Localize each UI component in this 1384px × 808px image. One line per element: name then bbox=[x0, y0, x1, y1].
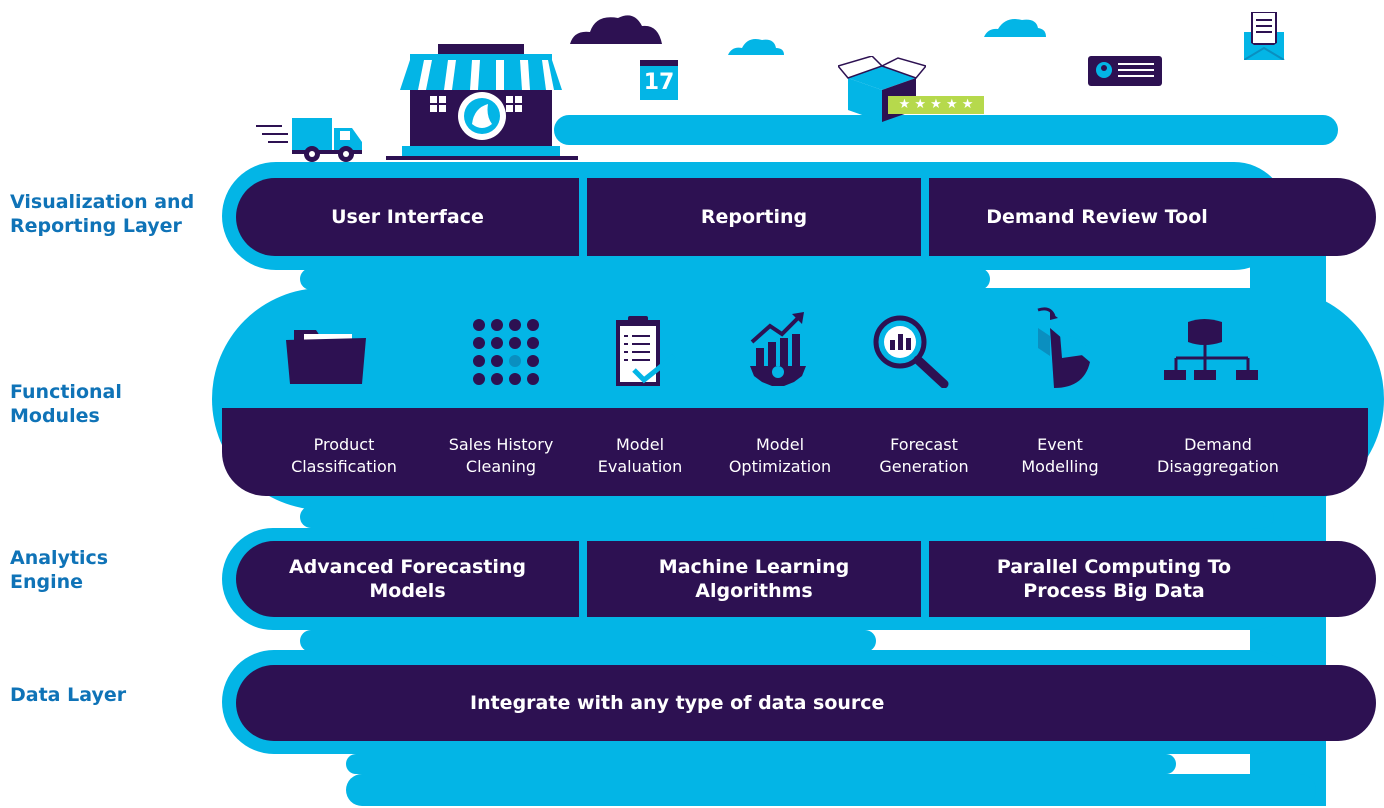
cloud-icon bbox=[984, 19, 1046, 37]
reporting-cell: Reporting bbox=[700, 206, 808, 228]
rating-badge: ★ ★ ★ ★ ★ bbox=[888, 96, 984, 114]
layer-label-line: Visualization and bbox=[10, 191, 195, 213]
module-event-modelling: Event Modelling bbox=[990, 434, 1130, 478]
module-label-line: Disaggregation bbox=[1157, 457, 1279, 476]
module-label-line: Event bbox=[1037, 435, 1083, 454]
clipboard-check-icon bbox=[616, 316, 676, 386]
module-forecast-generation: Forecast Generation bbox=[854, 434, 994, 478]
calendar-day: 17 bbox=[643, 70, 675, 95]
functional-modules-band bbox=[222, 408, 1368, 496]
module-label-line: Cleaning bbox=[465, 457, 537, 476]
user-interface-cell: User Interface bbox=[331, 206, 484, 228]
layer-label-line: Functional bbox=[10, 381, 122, 403]
module-sales-history-cleaning: Sales History Cleaning bbox=[431, 434, 571, 478]
data-layer-bar: Integrate with any type of data source bbox=[236, 665, 1376, 741]
module-label-line: Classification bbox=[291, 457, 397, 476]
module-label-line: Optimization bbox=[728, 457, 832, 476]
module-label-line: Sales History bbox=[448, 435, 554, 454]
module-label-line: Model bbox=[755, 435, 805, 454]
cell-line: Process Big Data bbox=[1023, 580, 1205, 602]
module-label-line: Evaluation bbox=[597, 457, 683, 476]
module-label-line: Model bbox=[615, 435, 665, 454]
advanced-forecasting-cell: Advanced Forecasting Models bbox=[236, 541, 579, 617]
module-demand-disaggregation: Demand Disaggregation bbox=[1148, 434, 1288, 478]
cell-line: Algorithms bbox=[695, 580, 813, 602]
cell-line: Parallel Computing To bbox=[996, 556, 1232, 578]
calendar-icon: 17 bbox=[640, 60, 678, 100]
layer-label-analytics: Analytics Engine bbox=[10, 546, 108, 594]
bottom-road-short bbox=[346, 754, 1176, 774]
connector-strip bbox=[300, 506, 1274, 528]
bar-divider bbox=[921, 541, 929, 617]
bar-divider bbox=[579, 541, 587, 617]
connector-strip bbox=[300, 268, 990, 290]
delivery-truck-icon bbox=[256, 118, 362, 162]
demand-review-tool-cell: Demand Review Tool bbox=[986, 206, 1208, 228]
machine-learning-cell: Machine Learning Algorithms bbox=[587, 541, 921, 617]
layer-label-visualization: Visualization and Reporting Layer bbox=[10, 190, 194, 238]
connector-strip bbox=[300, 630, 876, 652]
module-label-line: Demand bbox=[1184, 435, 1252, 454]
parallel-computing-cell: Parallel Computing To Process Big Data bbox=[929, 541, 1299, 617]
module-label-line: Generation bbox=[879, 457, 969, 476]
bar-divider bbox=[579, 178, 587, 256]
magnifier-chart-icon bbox=[873, 315, 949, 388]
folder-icon bbox=[286, 330, 366, 384]
module-label-line: Forecast bbox=[890, 435, 958, 454]
bar-divider bbox=[921, 178, 929, 256]
module-model-evaluation: Model Evaluation bbox=[570, 434, 710, 478]
dot-grid-icon bbox=[473, 319, 539, 385]
pie-cube-icon bbox=[1026, 307, 1090, 388]
layer-label-line: Modules bbox=[10, 405, 100, 427]
id-card-icon bbox=[1088, 56, 1162, 86]
layer-label-line: Analytics bbox=[10, 547, 109, 569]
module-product-classification: Product Classification bbox=[274, 434, 414, 478]
chart-gear-icon bbox=[750, 312, 806, 386]
cell-line: Models bbox=[369, 580, 446, 602]
hierarchy-icon bbox=[1164, 319, 1258, 380]
envelope-icon bbox=[1244, 12, 1285, 60]
layer-label-data: Data Layer bbox=[10, 684, 127, 706]
module-model-optimization: Model Optimization bbox=[710, 434, 850, 478]
visualization-bar bbox=[236, 178, 1376, 256]
rating-stars: ★ ★ ★ ★ ★ bbox=[898, 97, 974, 112]
module-label-line: Product bbox=[313, 435, 375, 454]
layer-label-line: Engine bbox=[10, 571, 84, 593]
layer-label-functional: Functional Modules bbox=[10, 380, 122, 428]
layer-label-line: Reporting Layer bbox=[10, 215, 182, 237]
cloud-icon bbox=[728, 39, 784, 55]
cell-line: Machine Learning bbox=[658, 556, 850, 578]
top-road bbox=[554, 115, 1338, 145]
analytics-bar bbox=[236, 541, 1376, 617]
cloud-icon bbox=[570, 15, 662, 45]
storefront-icon bbox=[386, 44, 578, 160]
module-label-line: Modelling bbox=[1021, 457, 1099, 476]
cell-line: Advanced Forecasting bbox=[288, 556, 527, 578]
bottom-road bbox=[346, 774, 1316, 806]
